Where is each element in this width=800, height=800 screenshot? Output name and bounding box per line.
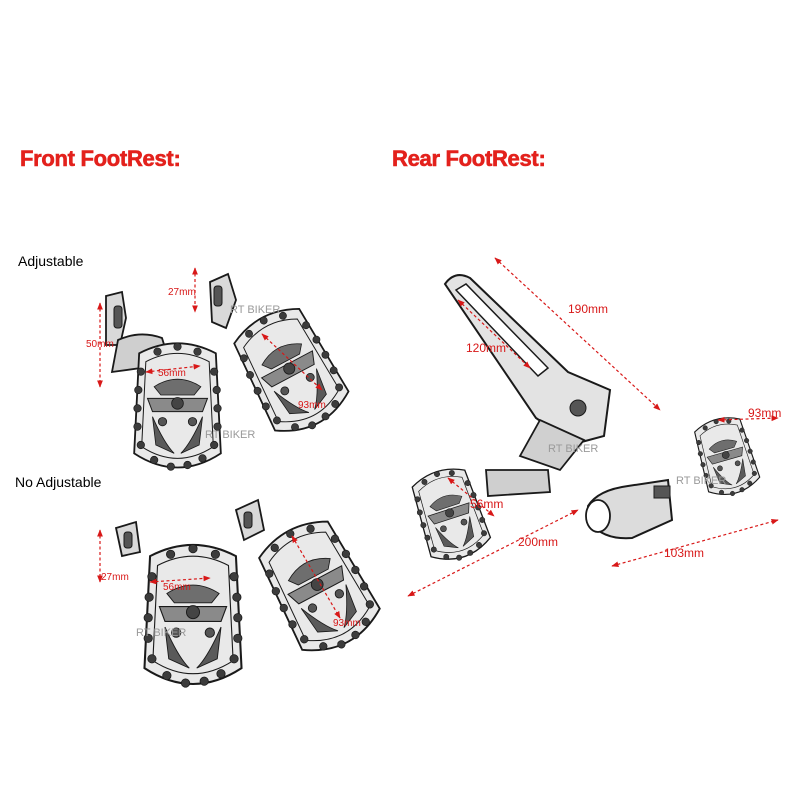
dim-rear-103-label: 103mm [664,546,704,560]
dim-rear-93-line [717,415,779,423]
watermark-front-adjustable: RT BIKER [205,429,255,441]
no-adjustable-label: No Adjustable [15,474,102,490]
dim-front-fixed-27-label: 27mm [101,572,129,583]
dim-front-fixed-56-line [149,575,211,585]
dim-rear-200-line [407,509,579,597]
rear-footrest-mount [585,410,764,540]
rear-footrest-heading: Rear FootRest: [392,146,546,172]
dim-rear-190-line [494,257,661,411]
dim-front-adj-93-label: 93mm [298,400,326,411]
dim-front-fixed-93-line [291,535,341,619]
dim-rear-56-label: 56mm [470,497,503,511]
dim-rear-190-label: 190mm [568,302,608,316]
front-fixed-peg-right [234,498,390,667]
dim-rear-200-label: 200mm [518,535,558,549]
watermark-rear-mount: RT BIKER [676,475,726,487]
dim-front-adj-56-line [145,363,201,375]
dim-front-adj-27-label: 27mm [168,287,196,298]
front-footrest-heading: Front FootRest: [20,146,181,172]
dim-front-fixed-93-label: 93mm [333,618,361,629]
dim-rear-93-label: 93mm [748,406,781,420]
front-adjustable-peg-right [209,272,358,447]
adjustable-label: Adjustable [18,253,84,269]
dim-rear-120-label: 120mm [466,341,506,355]
watermark-front-adjustable-top: RT BIKER [230,304,280,316]
watermark-rear-arm: RT BIKER [548,443,598,455]
dim-front-fixed-56-label: 56mm [163,582,191,593]
watermark-front-fixed: RT BIKER [136,627,186,639]
rear-footrest-arm [405,274,612,570]
dim-front-adj-50-label: 50mm [86,339,114,350]
dim-rear-120-line [457,299,531,369]
dim-front-adj-56-label: 56mm [158,368,186,379]
dim-rear-56-line [447,477,495,517]
front-adjustable-peg-left [105,290,223,472]
dim-front-adj-93-line [261,333,323,391]
front-fixed-peg-left [114,520,244,689]
dim-rear-103-line [611,518,779,568]
